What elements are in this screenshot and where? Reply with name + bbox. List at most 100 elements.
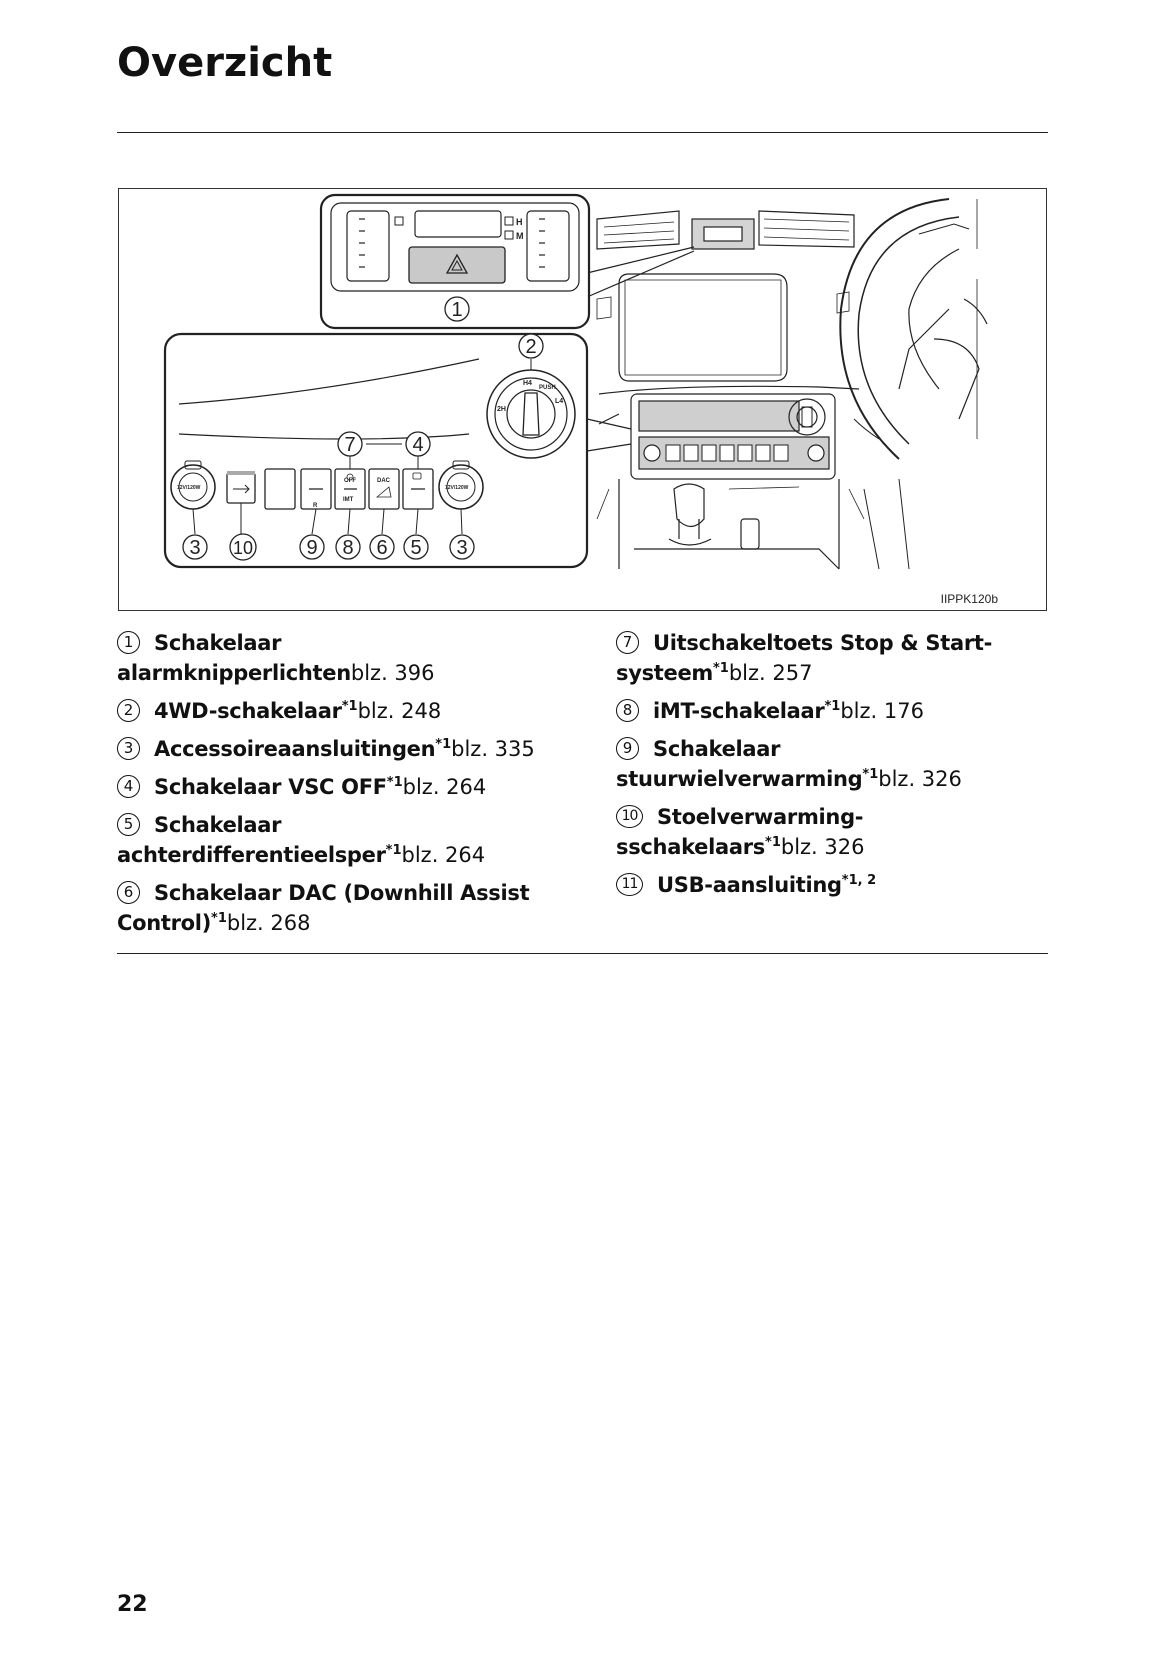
item-page-ref[interactable]: blz. 396 — [350, 661, 435, 685]
item-label: Schakelaar DAC (Downhill Assist Control) — [117, 881, 530, 935]
svg-text:2: 2 — [525, 336, 536, 358]
item-number: 2 — [117, 698, 140, 722]
inset-console-switches: 2H H4 PUSH L4 R OFF IMT — [163, 332, 589, 569]
item-label: 4WD-schakelaar — [154, 699, 342, 723]
item-footnote: *1 — [211, 911, 227, 926]
knob-label-push: PUSH — [539, 385, 556, 391]
switch-label-imt: IMT — [343, 497, 354, 503]
dashboard-drawing: H M 2H H4 PUSH L4 — [163, 193, 988, 570]
socket-label-right: 12V/120W — [445, 485, 469, 491]
svg-text:3: 3 — [456, 537, 467, 559]
list-item: 3 Accessoireaansluitingen*1blz. 335 — [117, 734, 557, 764]
callout-1: 1 — [444, 296, 470, 322]
callout-5: 5 — [403, 534, 429, 560]
svg-text:3: 3 — [189, 537, 200, 559]
item-label: Schakelaar alarmknipperlichten — [117, 631, 351, 685]
callout-3-right: 3 — [449, 534, 475, 560]
callout-8: 8 — [335, 534, 361, 560]
switch-label-dac: DAC — [377, 478, 391, 484]
dashboard-illustration: H M 2H H4 PUSH L4 — [118, 188, 1047, 611]
item-footnote: *1 — [435, 737, 452, 752]
item-label: Accessoireaansluitingen — [154, 737, 436, 761]
item-page-ref[interactable]: blz. 176 — [840, 699, 924, 723]
svg-text:8: 8 — [342, 537, 353, 559]
item-footnote: *1 — [862, 767, 879, 782]
knob-label-2h: 2H — [497, 406, 506, 413]
dashboard-overview — [596, 198, 988, 570]
item-page-ref[interactable]: blz. 326 — [878, 767, 962, 791]
item-number: 9 — [616, 736, 639, 760]
svg-text:1: 1 — [451, 299, 462, 321]
inset-hazard-panel: H M — [319, 193, 591, 330]
switch-label-off: OFF — [344, 478, 356, 484]
switch-label-r: R — [313, 503, 318, 509]
svg-text:7: 7 — [344, 434, 355, 456]
item-label: Schakelaar VSC OFF — [154, 775, 387, 799]
page-title: Overzicht — [117, 40, 333, 86]
callout-9: 9 — [299, 534, 325, 560]
item-number: 5 — [117, 812, 140, 836]
callouts: 1 2 7 4 3 10 9 8 6 5 3 — [182, 296, 544, 561]
item-label: Uitschakeltoets Stop & Start-systeem — [616, 631, 993, 685]
figure-code: IIPPK120b — [940, 592, 998, 606]
item-label: Stoelverwarming-sschakelaars — [616, 805, 864, 859]
item-footnote: *1 — [824, 699, 841, 714]
item-number: 1 — [117, 630, 140, 654]
item-footnote: *1 — [765, 835, 781, 850]
item-number: 4 — [117, 774, 140, 798]
item-page-ref[interactable]: blz. 326 — [780, 835, 865, 859]
item-label: iMT-schakelaar — [653, 699, 825, 723]
item-number: 7 — [616, 630, 639, 654]
item-footnote: *1, 2 — [841, 873, 877, 888]
item-number: 11 — [616, 872, 643, 896]
item-footnote: *1 — [713, 661, 729, 676]
item-page-ref[interactable]: blz. 335 — [451, 737, 535, 761]
item-number: 8 — [616, 698, 639, 722]
svg-text:6: 6 — [376, 537, 387, 559]
callout-2: 2 — [518, 333, 544, 359]
item-footnote: *1 — [341, 699, 358, 714]
list-item: 2 4WD-schakelaar*1blz. 248 — [117, 696, 557, 726]
top-divider — [117, 132, 1048, 133]
knob-label-h4: H4 — [523, 380, 532, 387]
svg-text:9: 9 — [306, 537, 317, 559]
callout-3-left: 3 — [182, 534, 208, 560]
item-page-ref[interactable]: blz. 264 — [402, 775, 487, 799]
item-footnote: *1 — [385, 843, 402, 858]
item-label: Schakelaar achterdifferentieelsper — [117, 813, 386, 867]
zoom-connectors — [586, 246, 695, 452]
callout-6: 6 — [369, 534, 395, 560]
item-page-ref[interactable]: blz. 268 — [226, 911, 311, 935]
page-number: 22 — [117, 1592, 148, 1617]
item-number: 10 — [616, 804, 643, 828]
hl-label-m: M — [516, 231, 524, 241]
item-number: 6 — [117, 880, 140, 904]
list-item: 4 Schakelaar VSC OFF*1blz. 264 — [117, 772, 557, 802]
svg-text:5: 5 — [410, 537, 421, 559]
item-label: Schakelaar stuurwielverwarming — [616, 737, 863, 791]
callout-7: 7 — [337, 431, 363, 457]
bottom-divider — [117, 953, 1048, 954]
item-page-ref[interactable]: blz. 257 — [728, 661, 813, 685]
svg-text:4: 4 — [412, 434, 423, 456]
item-page-ref[interactable]: blz. 264 — [401, 843, 486, 867]
svg-text:10: 10 — [233, 538, 253, 558]
socket-label-left: 12V/120W — [177, 485, 201, 491]
list-item: 8 iMT-schakelaar*1blz. 176 — [616, 696, 1056, 726]
hl-label-h: H — [516, 217, 523, 227]
item-number: 3 — [117, 736, 140, 760]
knob-label-l4: L4 — [555, 398, 563, 405]
item-page-ref[interactable]: blz. 248 — [357, 699, 442, 723]
callout-4: 4 — [405, 431, 431, 457]
item-footnote: *1 — [386, 775, 403, 790]
callout-10: 10 — [229, 533, 257, 561]
